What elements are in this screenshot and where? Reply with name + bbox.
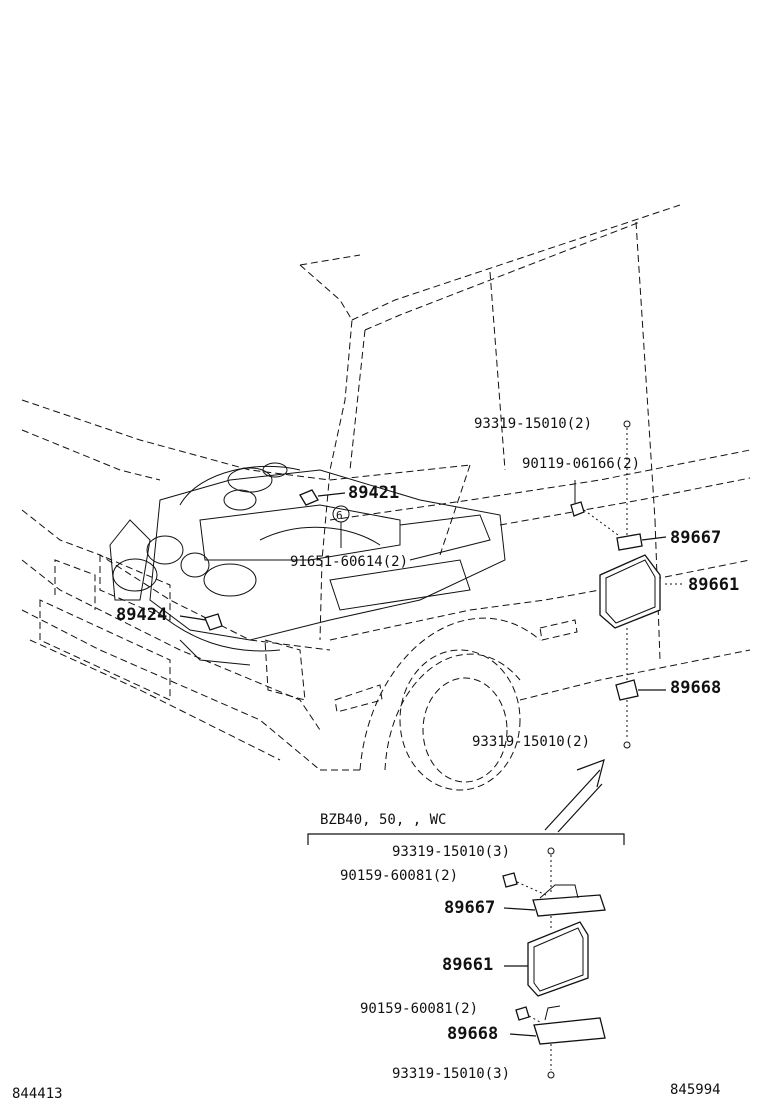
label-variant-93319-b: 93319-15010(3) bbox=[392, 1066, 510, 1082]
pointer-arrow bbox=[544, 769, 601, 831]
arrow-head-icon bbox=[576, 759, 605, 788]
sensor-89421-icon bbox=[299, 489, 319, 506]
bracket-variant-89667-icon bbox=[532, 894, 606, 917]
label-93319-bottom: 93319-15010(2) bbox=[472, 734, 590, 750]
label-89667: 89667 bbox=[670, 528, 721, 548]
label-variant-89667: 89667 bbox=[444, 898, 495, 918]
bolt-variant-90159-a-icon bbox=[502, 872, 518, 888]
bolt-variant-90159-b-icon bbox=[515, 1006, 530, 1021]
bolt-variant-a-icon bbox=[547, 847, 555, 855]
ecu-variant-89661-icon bbox=[527, 921, 589, 997]
label-variant-93319-a: 93319-15010(3) bbox=[392, 844, 510, 860]
label-variant-90159-b: 90159-60081(2) bbox=[360, 1001, 478, 1017]
variant-inset: BZB40, 50, , WC 93319-15010(3) 90159-600… bbox=[307, 812, 625, 1082]
label-91651: 91651-60614(2) bbox=[290, 554, 408, 570]
bolt-variant-b-icon bbox=[547, 1071, 555, 1079]
sensor-89424-icon bbox=[204, 613, 223, 631]
label-89424: 89424 bbox=[116, 605, 167, 625]
circle-mark: 6 bbox=[336, 509, 343, 522]
bolt-top-icon bbox=[623, 420, 631, 428]
label-90119: 90119-06166(2) bbox=[522, 456, 640, 472]
engine-sketch bbox=[109, 462, 506, 666]
figure-code-left: 844413 bbox=[12, 1086, 63, 1102]
bracket-89667-icon bbox=[616, 533, 643, 551]
bolt-bottom-icon bbox=[623, 741, 631, 749]
label-89668: 89668 bbox=[670, 678, 721, 698]
bracket-89668-icon bbox=[615, 679, 639, 701]
variant-title: BZB40, 50, , WC bbox=[320, 812, 446, 828]
inset-bracket bbox=[307, 833, 625, 845]
label-93319-top: 93319-15010(2) bbox=[474, 416, 592, 432]
ecu-89661-icon bbox=[599, 554, 661, 629]
label-variant-89661: 89661 bbox=[442, 955, 493, 975]
bracket-variant-89668-icon bbox=[533, 1017, 606, 1045]
figure-code-right: 845994 bbox=[670, 1082, 721, 1098]
callouts-main: 89421 6 91651-60614(2) 89424 93319-15010… bbox=[116, 416, 739, 833]
bolt-90119-icon bbox=[570, 501, 585, 517]
label-variant-89668: 89668 bbox=[447, 1024, 498, 1044]
label-89661: 89661 bbox=[688, 575, 739, 595]
label-variant-90159-a: 90159-60081(2) bbox=[340, 868, 458, 884]
label-89421: 89421 bbox=[348, 483, 399, 503]
